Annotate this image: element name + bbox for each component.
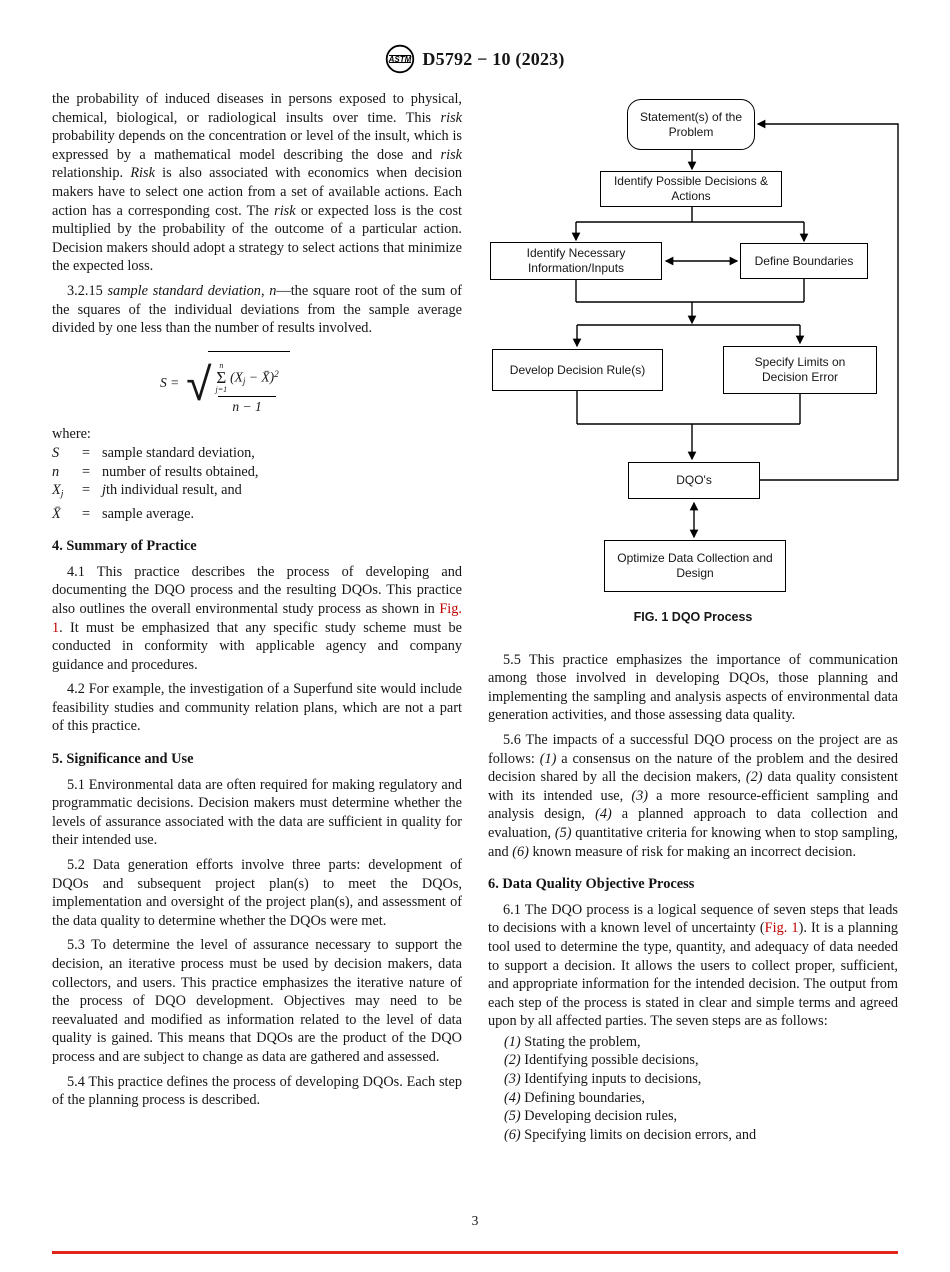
- connector-lines: [571, 119, 899, 539]
- astm-logo: ASTM: [386, 44, 415, 74]
- astm-logo-lines: [389, 55, 412, 63]
- page-header: ASTM D5792 − 10 (2023): [0, 44, 950, 74]
- definition: number of results obtained,: [102, 463, 259, 480]
- flow-node-identify-information: Identify Necessary Information/Inputs: [490, 242, 662, 280]
- flow-node-specify-limits: Specify Limits on Decision Error: [723, 346, 877, 394]
- step-4: (4) Defining boundaries,: [504, 1089, 645, 1106]
- equals-sign: =: [82, 482, 91, 499]
- radical: √ n Σ j=1 (Xj − X̄)2 n − 1: [186, 350, 290, 417]
- fraction-numerator: n Σ j=1 (Xj − X̄)2: [213, 360, 282, 396]
- symbol: X̄: [52, 505, 61, 522]
- definition: sample standard deviation,: [102, 445, 255, 462]
- symbol: n: [52, 463, 60, 480]
- flow-node-statement-of-problem: Statement(s) of the Problem: [627, 99, 755, 150]
- summation-symbol: n Σ j=1: [215, 360, 228, 394]
- sigma-icon: Σ: [216, 367, 227, 387]
- step-3: (3) Identifying inputs to decisions,: [504, 1071, 702, 1088]
- std-dev-formula: S = √ n Σ j=1 (Xj − X̄)2: [160, 350, 462, 417]
- radical-sign: √: [186, 356, 212, 411]
- paragraph-risk-continuation: the probability of induced diseases in p…: [52, 91, 462, 275]
- flowchart-connectors: [571, 119, 899, 539]
- step-1: (1) Stating the problem,: [504, 1033, 641, 1050]
- symbol: Xj: [52, 482, 64, 500]
- flow-node-optimize-data-collection: Optimize Data Collection and Design: [604, 540, 786, 592]
- step-5: (5) Developing decision rules,: [504, 1108, 678, 1125]
- flow-node-develop-decision-rule: Develop Decision Rule(s): [492, 349, 663, 391]
- where-row-n: n = number of results obtained,: [52, 463, 462, 482]
- where-row-xbar: X̄ = sample average.: [52, 505, 462, 524]
- paragraph-5-4: 5.4 This practice defines the process of…: [52, 1073, 462, 1109]
- paragraph-5-2: 5.2 Data generation efforts involve thre…: [52, 857, 462, 929]
- page-body: the probability of induced diseases in p…: [52, 90, 899, 1145]
- definition: jth individual result, and: [102, 482, 242, 499]
- footer-red-rule: [52, 1251, 898, 1254]
- where-row-xj: Xj = jth individual result, and: [52, 481, 462, 504]
- radical-body: n Σ j=1 (Xj − X̄)2 n − 1: [207, 350, 290, 417]
- astm-logo-ring: [386, 44, 415, 74]
- paragraph-5-1: 5.1 Environmental data are often require…: [52, 776, 462, 849]
- flow-node-dqos: DQO's: [628, 462, 760, 499]
- paragraph-3-2-15: 3.2.15 sample standard deviation, n—the …: [52, 282, 462, 337]
- fig-1-link[interactable]: Fig. 1: [52, 600, 462, 636]
- fraction-denominator: n − 1: [218, 395, 276, 417]
- figure-1-caption: FIG. 1 DQO Process: [633, 610, 753, 624]
- flow-node-identify-decisions: Identify Possible Decisions & Actions: [600, 171, 782, 207]
- summation-lower-limit: j=1: [215, 384, 228, 394]
- numerator-expression: (Xj − X̄)2: [230, 368, 279, 387]
- where-label: where:: [52, 426, 91, 443]
- page-number: 3: [471, 1213, 479, 1228]
- definition: sample average.: [102, 505, 195, 522]
- paragraph-5-6: 5.6 The impacts of a successful DQO proc…: [488, 731, 898, 860]
- dqo-steps-list: (1) Stating the problem, (2) Identifying…: [488, 1033, 898, 1145]
- fig-1-link[interactable]: Fig. 1: [764, 920, 799, 937]
- paragraph-6-1: 6.1 The DQO process is a logical sequenc…: [488, 901, 898, 1030]
- left-column: the probability of induced diseases in p…: [52, 90, 462, 1144]
- where-row-s: S = sample standard deviation,: [52, 444, 462, 463]
- section-5-heading: 5. Significance and Use: [52, 751, 194, 768]
- summation-upper-limit: n: [219, 360, 224, 370]
- section-4-heading: 4. Summary of Practice: [52, 538, 197, 555]
- standard-designation: D5792 − 10 (2023): [422, 48, 565, 69]
- fraction: n Σ j=1 (Xj − X̄)2 n − 1: [213, 360, 282, 417]
- step-6: (6) Specifying limits on decision errors…: [504, 1126, 757, 1143]
- paragraph-4-2: 4.2 For example, the investigation of a …: [52, 681, 462, 735]
- step-2: (2) Identifying possible decisions,: [504, 1052, 699, 1069]
- paragraph-5-5: 5.5 This practice emphasizes the importa…: [488, 651, 898, 724]
- formula-lhs: S =: [160, 375, 180, 391]
- paragraph-5-3: 5.3 To determine the level of assurance …: [52, 937, 462, 1065]
- symbol: S: [52, 445, 60, 462]
- figure-1-flowchart: Statement(s) of the Problem Identify Pos…: [488, 94, 902, 602]
- equals-sign: =: [82, 463, 91, 480]
- flow-node-define-boundaries: Define Boundaries: [740, 243, 868, 279]
- equals-sign: =: [82, 505, 91, 522]
- right-column: Statement(s) of the Problem Identify Pos…: [488, 90, 899, 1145]
- section-6-heading: 6. Data Quality Objective Process: [488, 876, 695, 893]
- astm-logo-text: ASTM: [388, 55, 412, 64]
- paragraph-4-1: 4.1 This practice describes the process …: [52, 563, 462, 673]
- equals-sign: =: [82, 445, 91, 462]
